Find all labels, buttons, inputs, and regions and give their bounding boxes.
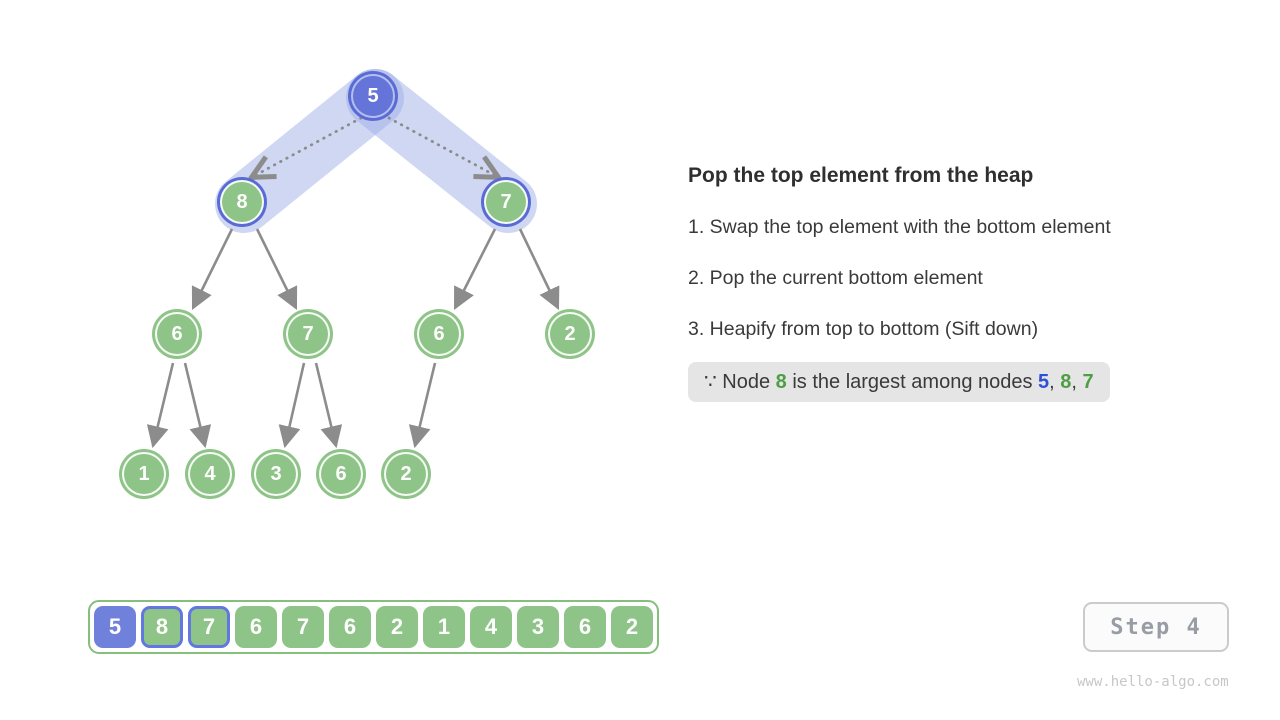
tree-node: 6 (319, 452, 363, 496)
compare-arrow-5-8 (254, 116, 363, 176)
tree-node: 6 (155, 312, 199, 356)
edge-8-7 (255, 228, 298, 310)
compare-arrow-5-7 (387, 116, 496, 176)
array-cell: 6 (329, 606, 371, 648)
site-watermark: www.hello-algo.com (1077, 674, 1229, 690)
tree-node-root: 5 (351, 74, 395, 118)
step-instruction-2: 2. Pop the current bottom element (688, 267, 983, 289)
array-cell: 3 (517, 606, 559, 648)
tree-node: 2 (548, 312, 592, 356)
step-instruction-1: 1. Swap the top element with the bottom … (688, 216, 1111, 238)
tree-node-left-child: 8 (220, 180, 264, 224)
array-cell: 6 (564, 606, 606, 648)
array-cell: 7 (282, 606, 324, 648)
tree-node: 3 (254, 452, 298, 496)
panel-title: Pop the top element from the heap (688, 164, 1034, 187)
tree-node: 6 (417, 312, 461, 356)
edge-6-1 (146, 362, 175, 449)
note-node-8b: 8 (1060, 371, 1072, 393)
edge-7-2 (518, 228, 560, 310)
edge-7-3 (278, 362, 306, 449)
explanation-panel: Pop the top element from the heap 1. Swa… (688, 163, 1248, 402)
note-text-prefix: ∵ Node (704, 371, 776, 393)
step-instruction-3: 3. Heapify from top to bottom (Sift down… (688, 318, 1039, 340)
tree-edge-group (146, 228, 560, 449)
highlight-band-group (215, 69, 537, 233)
tree-node: 2 (384, 452, 428, 496)
step-indicator-button[interactable]: Step 4 (1083, 602, 1229, 652)
note-separator: , (1049, 371, 1061, 393)
array-cell: 2 (611, 606, 653, 648)
note-text-middle: is the largest among nodes (786, 371, 1039, 393)
array-cell-selected: 7 (188, 606, 230, 648)
array-cell: 4 (470, 606, 512, 648)
array-cell: 6 (235, 606, 277, 648)
array-cell-top: 5 (94, 606, 136, 648)
heap-array: 5 8 7 6 7 6 2 1 4 3 6 2 (88, 600, 659, 654)
highlight-band-right (346, 69, 537, 233)
reason-note: ∵ Node 8 is the largest among nodes 5, 8… (688, 362, 1110, 402)
array-cell-selected: 8 (141, 606, 183, 648)
note-node-7: 7 (1082, 371, 1094, 393)
compare-arrow-group (254, 116, 496, 176)
tree-node: 1 (122, 452, 166, 496)
edge-6-4 (183, 362, 212, 449)
note-node-8: 8 (775, 371, 787, 393)
tree-node: 7 (286, 312, 330, 356)
array-cell: 2 (376, 606, 418, 648)
heap-tree: 5 8 7 6 7 6 2 1 4 3 6 2 (0, 0, 660, 560)
edge-7-6 (453, 228, 497, 310)
edge-8-6 (191, 228, 234, 310)
note-separator: , (1071, 371, 1083, 393)
tree-node-right-child: 7 (484, 180, 528, 224)
note-node-5: 5 (1038, 371, 1050, 393)
tree-edges-layer (146, 69, 560, 449)
array-cell: 1 (423, 606, 465, 648)
edge-7-6b (314, 362, 343, 449)
tree-node: 4 (188, 452, 232, 496)
edge-6-2 (408, 362, 437, 449)
